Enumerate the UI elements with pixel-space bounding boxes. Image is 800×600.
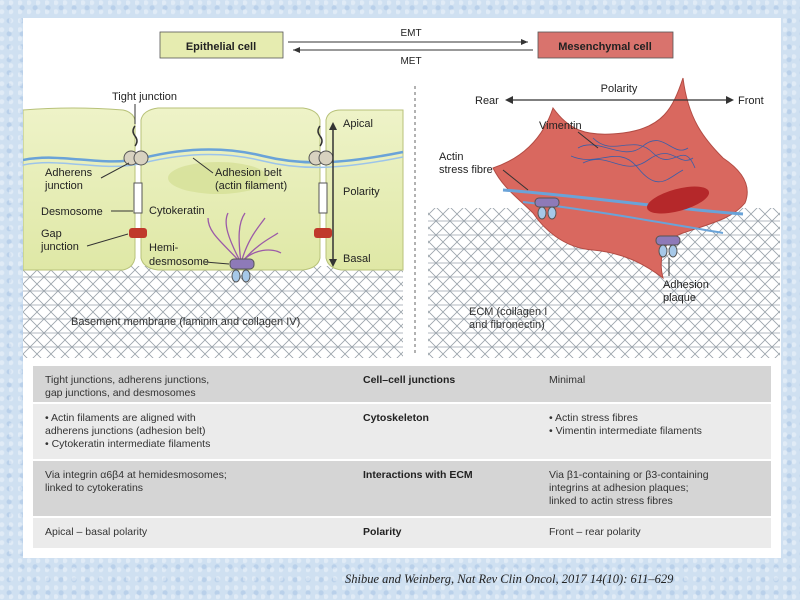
- mesenchymal-label: Mesenchymal cell: [558, 41, 652, 53]
- mesenchymal-ecm: Via β1-containing or β3-containing integ…: [549, 469, 709, 507]
- met-label: MET: [400, 56, 421, 67]
- feature-cell-junctions: Cell–cell junctions: [363, 374, 456, 386]
- label-hemi-1: Hemi-: [149, 242, 179, 254]
- label-gap-1: Gap: [41, 228, 62, 240]
- label-basement-membrane: Basement membrane (laminin and collagen …: [71, 316, 300, 328]
- table-row: Via integrin α6β4 at hemidesmosomes; lin…: [33, 461, 771, 516]
- desmosome-icon: [133, 182, 143, 214]
- feature-cytoskeleton: Cytoskeleton: [363, 412, 429, 424]
- label-ecm-1: ECM (collagen I: [469, 306, 547, 318]
- label-ecm-2: and fibronectin): [469, 319, 545, 331]
- tight-junction-icon: [132, 125, 138, 147]
- adhesion-plaque-icon: [655, 235, 681, 246]
- cytokeratin-filaments: [207, 212, 282, 264]
- label-adhesion-plaque-1: Adhesion: [663, 279, 709, 291]
- feature-polarity: Polarity: [363, 526, 402, 538]
- label-adhesion-belt-1: Adhesion belt: [215, 167, 282, 179]
- integrin-rear: [534, 197, 560, 208]
- label-front: Front: [738, 95, 764, 107]
- epithelial-polarity: Apical – basal polarity: [45, 526, 148, 538]
- label-rear: Rear: [475, 95, 499, 107]
- label-polarity-right: Polarity: [601, 83, 638, 95]
- label-actin-2: stress fibre: [439, 164, 493, 176]
- mesenchymal-box: [537, 31, 674, 59]
- label-adherens-1: Adherens: [45, 167, 93, 179]
- epithelial-label: Epithelial cell: [186, 41, 256, 53]
- table-row: Tight junctions, adherens junctions, gap…: [33, 366, 771, 402]
- label-gap-2: junction: [40, 241, 79, 253]
- label-desmosome: Desmosome: [41, 206, 103, 218]
- basement-membrane: [23, 266, 403, 358]
- vimentin-filaments: [570, 137, 696, 183]
- epithelial-cell-right: [325, 109, 404, 271]
- label-adherens-2: junction: [44, 180, 83, 192]
- mesenchymal-nucleus: [646, 186, 710, 214]
- label-cytokeratin: Cytokeratin: [149, 205, 205, 217]
- label-apical: Apical: [343, 118, 373, 130]
- mesenchymal-cytoskeleton: • Actin stress fibres • Vimentin interme…: [549, 412, 702, 437]
- label-adhesion-belt-2: (actin filament): [215, 180, 287, 192]
- figure-panel: Epithelial cell Mesenchymal cell EMT MET: [23, 18, 781, 558]
- label-tight-junction: Tight junction: [112, 91, 177, 103]
- mesenchymal-cell-junctions: Minimal: [549, 374, 586, 386]
- epithelial-ecm: Via integrin α6β4 at hemidesmosomes; lin…: [45, 469, 227, 494]
- epithelial-cell-left: [23, 107, 136, 271]
- table-row: Apical – basal polarity Polarity Front –…: [33, 518, 771, 548]
- feature-ecm: Interactions with ECM: [363, 469, 473, 481]
- label-hemi-2: desmosome: [149, 256, 209, 268]
- mesenchymal-cell: [492, 77, 748, 280]
- citation: Shibue and Weinberg, Nat Rev Clin Oncol,…: [345, 572, 674, 586]
- table-row: • Actin filaments are aligned with adher…: [33, 404, 771, 459]
- label-actin-1: Actin: [439, 151, 463, 163]
- adherens-junction-icon: [133, 150, 149, 166]
- label-adhesion-plaque-2: plaque: [663, 292, 696, 304]
- label-basal: Basal: [343, 253, 371, 265]
- nucleus: [168, 162, 268, 194]
- epithelial-cell-junctions: Tight junctions, adherens junctions, gap…: [45, 374, 210, 399]
- epithelial-box: [159, 31, 284, 59]
- emt-diagram: Epithelial cell Mesenchymal cell EMT MET: [23, 28, 780, 358]
- epithelial-cytoskeleton: • Actin filaments are aligned with adher…: [45, 412, 211, 450]
- label-vimentin: Vimentin: [539, 120, 582, 132]
- label-polarity-left: Polarity: [343, 186, 380, 198]
- hemidesmosome-icon: [229, 258, 255, 270]
- emt-label: EMT: [400, 28, 421, 39]
- actin-stress-fibre: [502, 188, 744, 216]
- gap-junction-icon: [129, 228, 147, 238]
- mesenchymal-polarity: Front – rear polarity: [549, 526, 641, 538]
